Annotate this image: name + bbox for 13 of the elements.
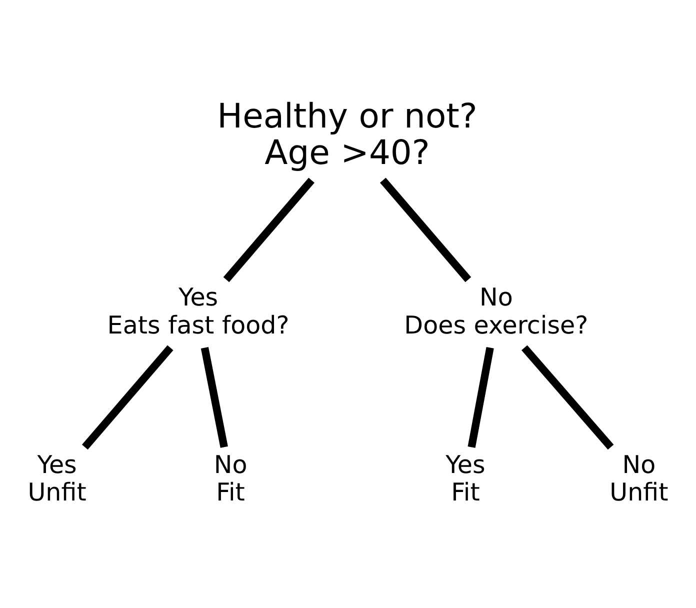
connector: [380, 177, 472, 282]
connector: [200, 346, 228, 448]
connector: [468, 346, 494, 448]
connector: [521, 344, 614, 450]
node-text: Yes Eats fast food?: [107, 282, 290, 339]
node-text: Yes Fit: [446, 450, 486, 506]
connector: [223, 177, 314, 282]
node-text: No Unfit: [610, 450, 668, 506]
node-text: Yes Unfit: [28, 450, 86, 506]
connector: [82, 344, 174, 450]
node-text: No Fit: [214, 450, 248, 506]
node-text: Healthy or not? Age >40?: [217, 96, 478, 172]
node-text: No Does exercise?: [404, 282, 588, 339]
